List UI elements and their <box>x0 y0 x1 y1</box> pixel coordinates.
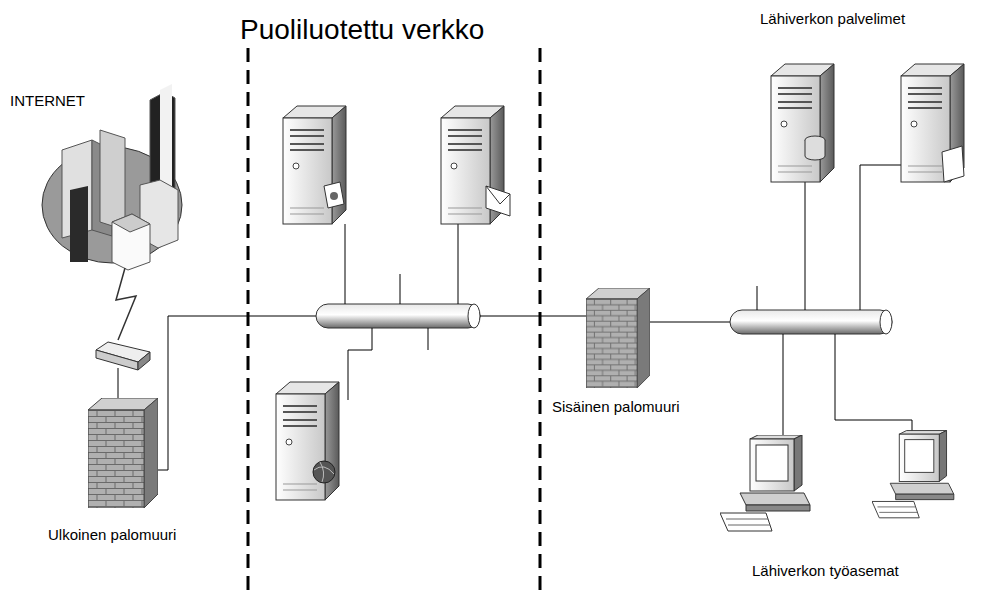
network-label: INTERNET <box>10 92 85 109</box>
firewall-label: Sisäinen palomuuri <box>552 398 680 415</box>
zone-title: Puoliluotettu verkko <box>240 14 484 46</box>
firewall-label: Ulkoinen palomuuri <box>48 526 176 543</box>
group-label: Lähiverkon työasemat <box>752 562 899 579</box>
group-label: Lähiverkon palvelimet <box>760 10 905 27</box>
